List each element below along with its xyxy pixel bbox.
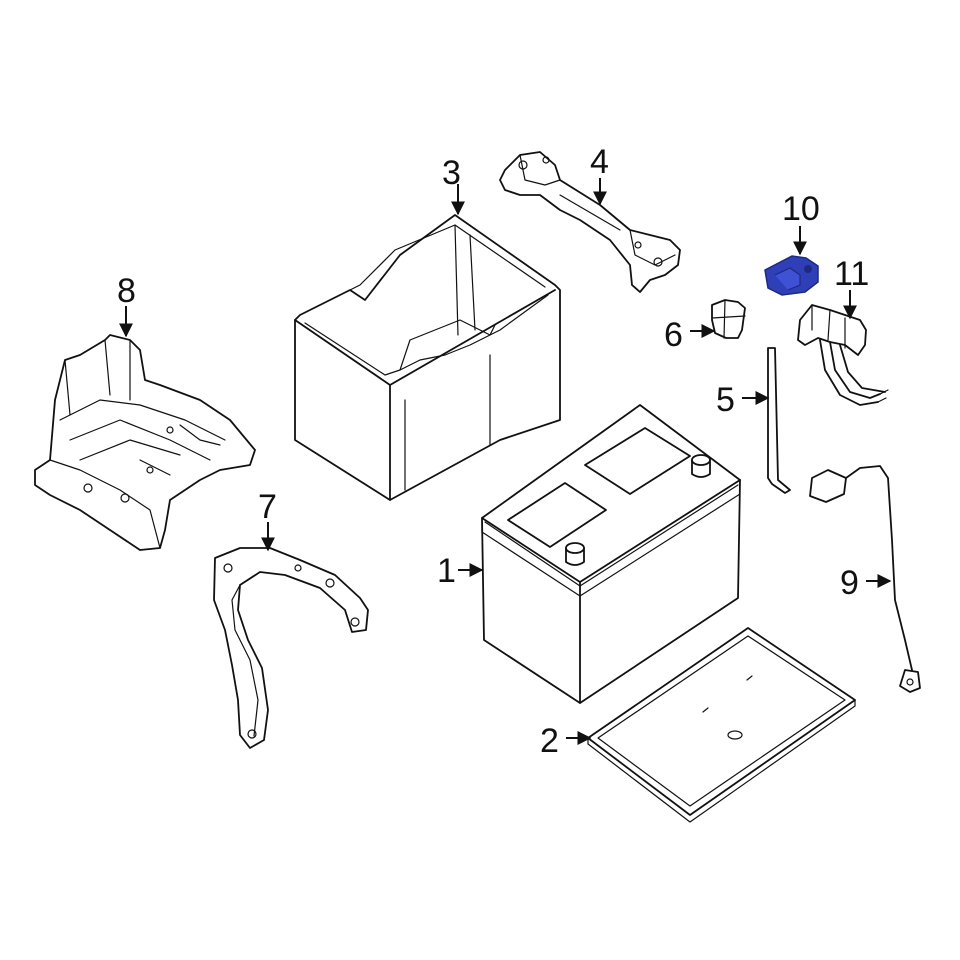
callout-7: 7 [258,488,277,526]
part-battery [481,404,741,704]
callout-4: 4 [590,143,609,181]
callout-10: 10 [782,190,820,228]
part-terminal-assembly [797,304,889,406]
callout-8: 8 [117,272,136,310]
part-tray-base [34,334,256,551]
callout-3: 3 [442,154,461,192]
callout-9: 9 [840,564,859,602]
part-cover [294,214,561,501]
callout-11: 11 [834,255,870,293]
part-clip [711,299,746,339]
callout-5: 5 [716,381,735,419]
callout-6: 6 [664,316,683,354]
callout-2: 2 [540,722,559,760]
leader-lines [119,178,892,745]
part-support-bracket [213,547,369,749]
part-rod [767,347,791,494]
part-terminal-cover [764,255,819,296]
callout-1: 1 [437,552,456,590]
part-hold-down-bracket [499,151,681,293]
part-cable [809,465,921,693]
